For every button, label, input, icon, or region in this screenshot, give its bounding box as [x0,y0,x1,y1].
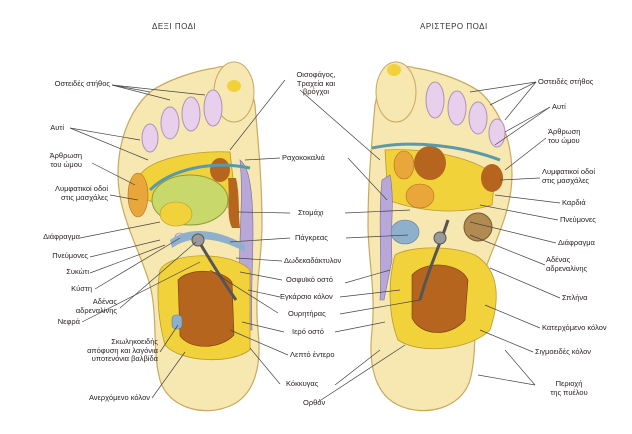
label-ileocecal: Σκωληκοειδής απόφυση και λαγόνια υποτενό… [87,338,158,364]
label-lungs-right-foot: Πνεύμονες [52,252,88,261]
label-sigmoid-colon: Σιγμοειδές κόλον [535,348,591,357]
label-shoulder-left-foot: Άρθρωση του ώμου [548,128,580,145]
label-adrenal-left-foot: Αδένας αδρεναλίνης [546,256,587,273]
label-gallbladder: Κύστη [71,285,92,294]
label-heart: Καρδιά [562,199,586,208]
label-lumbar: Οσφυϊκό οστό [286,276,333,285]
label-pelvis: Περιοχή της πυέλου [540,380,598,397]
left-foot [368,62,512,411]
label-duodenum: Δωδεκαδάκτυλον [284,257,341,266]
label-diaphragm-right-foot: Διάφραγμα [43,233,80,242]
label-esophagus: Οισοφάγος, Τραχεία και βρόγχοι [283,71,349,97]
label-kidney: Νεφρά [58,318,80,327]
label-lungs-left-foot: Πνεύμονες [560,216,596,225]
label-descending-colon: Κατερχόμενο κόλον [542,324,607,333]
label-coccyx: Κόκκυγας [286,380,318,389]
label-ascending-colon: Ανερχόμενο κόλον [89,394,150,403]
label-transverse-colon: Εγκάρσιο κόλον [280,293,333,302]
right-toe-4 [161,107,179,139]
left-toe-4 [469,102,487,134]
label-lymph-right-foot: Λυμφατικοί οδοί στις μασχάλες [55,185,108,202]
left-toe-3 [448,91,466,125]
right-foot-title: ΔΕΞΙ ΠΟΔΙ [152,22,196,31]
right-toe-2 [204,90,222,126]
label-adrenal-right-foot: Αδένας αδρεναλίνης [76,298,117,315]
left-toe-2 [426,82,444,118]
left-foot-title: ΑΡΙΣΤΕΡΟ ΠΟΔΙ [420,22,488,31]
label-sacrum: Ιερό οστό [292,328,324,337]
label-pancreas: Πάγκρεας [295,234,328,243]
label-sinuses-right-foot: Οστειδές στήθος [55,80,110,89]
label-rectum: Ορθόν [303,399,325,408]
label-ear-left-foot: Αυτί [552,103,566,112]
right-toe-3 [182,97,200,131]
label-diaphragm-left-foot: Διάφραγμα [558,239,595,248]
label-sinuses-left-foot: Οστειδές στήθος [538,78,593,87]
label-ear-right-foot: Αυτί [50,124,64,133]
label-lymph-left-foot: Λυμφατικοί οδοί στις μασχάλες [542,168,595,185]
label-ureter: Ουρητήρας [288,310,326,319]
label-shoulder-right-foot: Άρθρωση του ώμου [50,152,82,169]
label-stomach: Στομάχι [298,209,324,218]
label-spine: Ραχοκοκαλιά [282,154,325,163]
left-toe-5 [489,119,505,147]
right-toe-5 [142,124,158,152]
label-spleen: Σπλήνα [562,294,587,303]
label-small-intestine: Λεπτό έντερο [290,351,335,360]
label-liver: Συκώτι [66,268,89,277]
